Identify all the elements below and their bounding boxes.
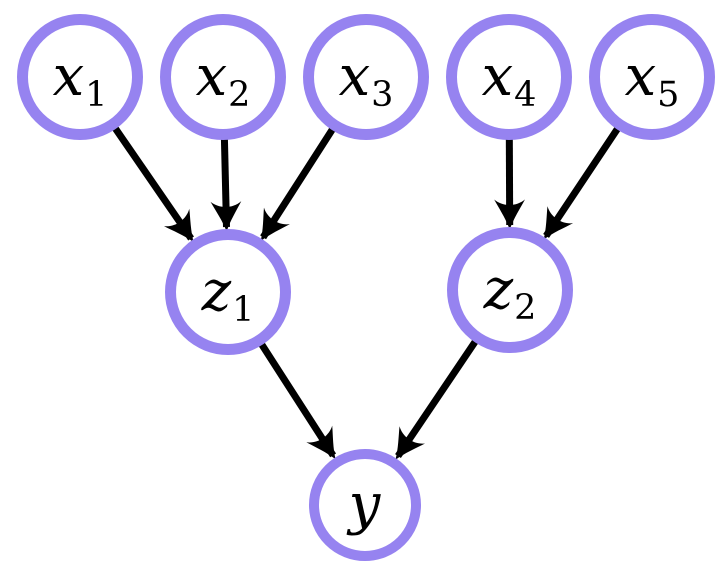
node-y-label: y	[348, 472, 381, 537]
edge-x2-z1	[210, 133, 242, 232]
edge-z2-y	[395, 335, 482, 460]
edge-x1-z1	[109, 122, 194, 243]
edge-z1-y	[255, 338, 337, 460]
edge-x5-z2	[543, 122, 624, 240]
edge-x3-z1	[260, 123, 339, 242]
node-y: y	[309, 449, 421, 561]
